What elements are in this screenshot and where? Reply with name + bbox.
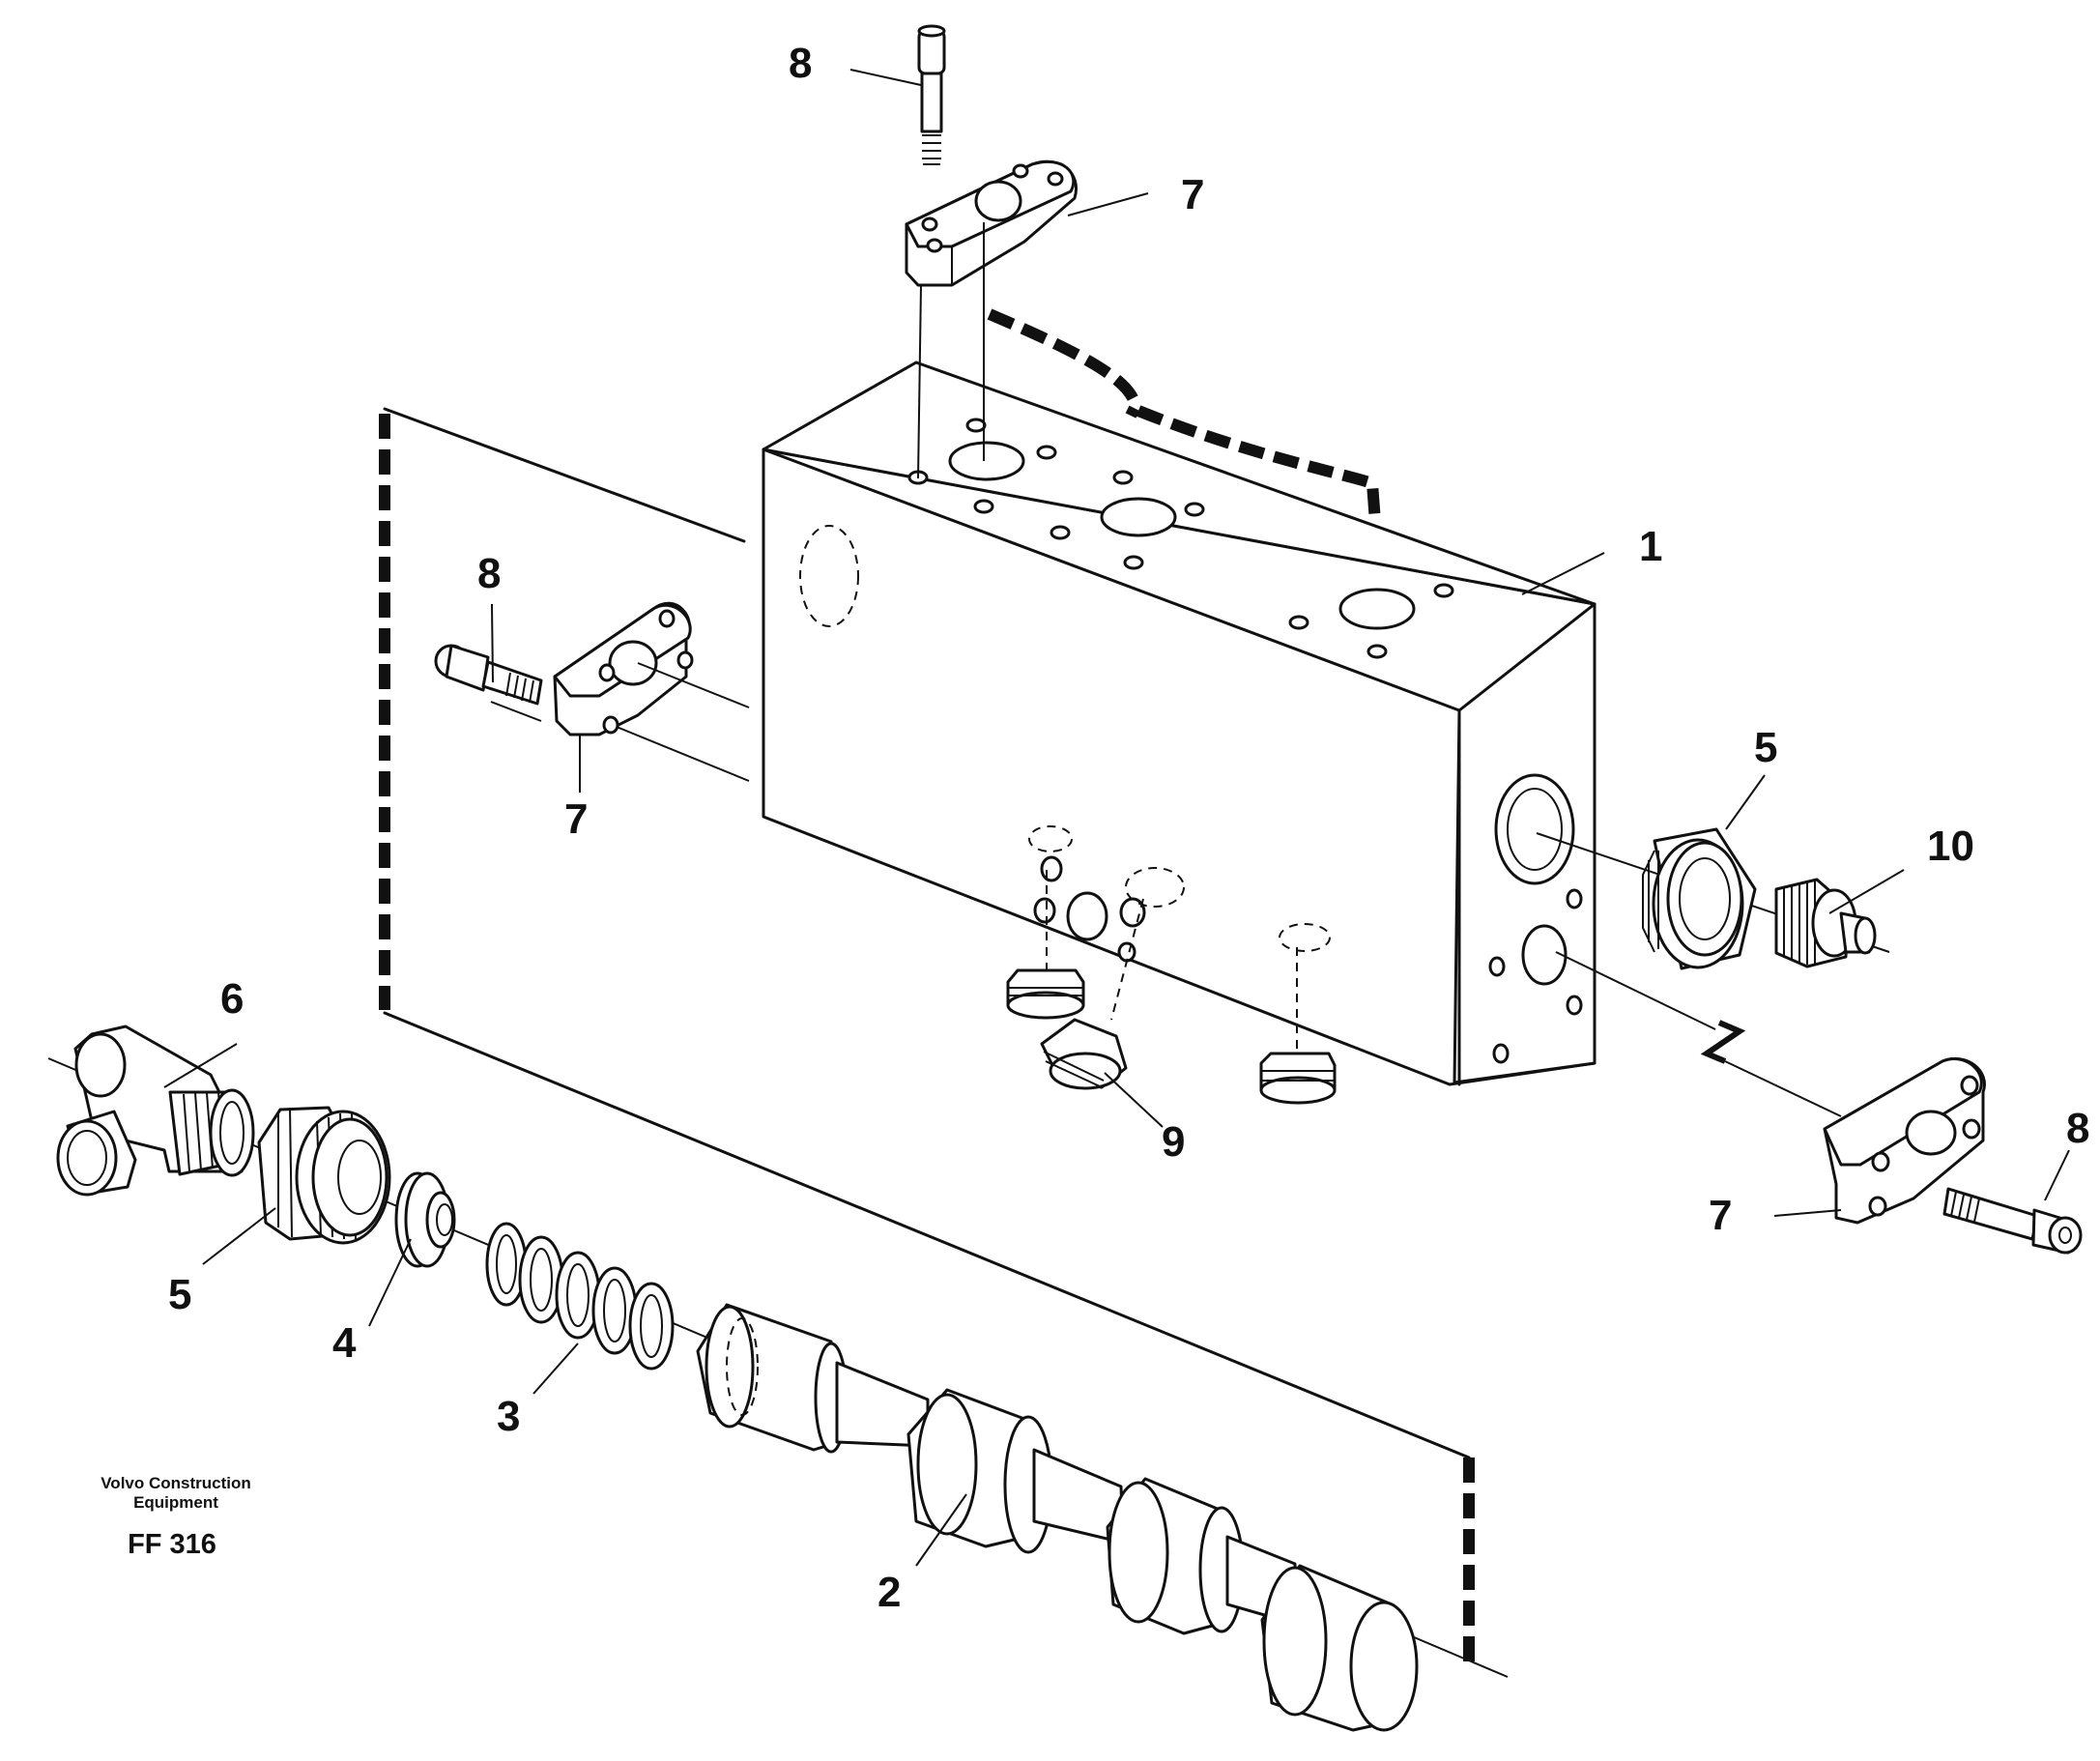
assembly-boundary (379, 308, 1475, 1662)
spool (696, 1303, 1419, 1732)
label-plugs-bottom: 9 (1162, 1118, 1185, 1166)
plug-right (1536, 827, 1890, 970)
label-washer: 4 (332, 1319, 357, 1367)
tee-union (56, 1025, 255, 1197)
label-tee-union: 6 (220, 975, 244, 1023)
label-flange-right: 7 (1709, 1192, 1732, 1239)
washer (394, 1171, 456, 1268)
top-fastener-lines (917, 222, 985, 479)
spring (485, 1222, 675, 1371)
screw-right (1942, 1187, 2083, 1255)
screw-top (917, 24, 946, 165)
right-link-lines (1555, 951, 1842, 1117)
label-spool: 2 (877, 1569, 901, 1616)
flange-top (905, 159, 1078, 287)
label-spring: 3 (497, 1393, 520, 1440)
part-labels: 8 7 1 8 7 5 10 9 8 7 6 5 4 3 2 (168, 40, 2089, 1616)
label-plug-right: 5 (1754, 724, 1777, 771)
label-nipple: 10 (1927, 823, 1974, 870)
caption-code: FF 316 (128, 1529, 216, 1560)
caption: Volvo Construction Equipment FF 316 (101, 1474, 251, 1560)
label-screw-left: 8 (477, 550, 501, 597)
flange-left (553, 601, 750, 793)
valve-block (762, 361, 1597, 1086)
label-plug-left: 5 (168, 1271, 191, 1318)
caption-line1: Volvo Construction (101, 1474, 251, 1492)
caption-line2: Equipment (133, 1493, 218, 1512)
label-flange-top: 7 (1181, 171, 1204, 218)
flange-right (1823, 1056, 1986, 1225)
plug-left (257, 1106, 391, 1245)
label-valve-block: 1 (1639, 523, 1662, 570)
leader-lines (163, 69, 2070, 1567)
label-screw-right: 8 (2066, 1105, 2089, 1152)
label-flange-left: 7 (564, 795, 588, 843)
label-screw-top: 8 (789, 40, 812, 87)
nipple (1774, 878, 1877, 968)
plugs-bottom (1006, 870, 1337, 1105)
screw-left (434, 644, 543, 722)
